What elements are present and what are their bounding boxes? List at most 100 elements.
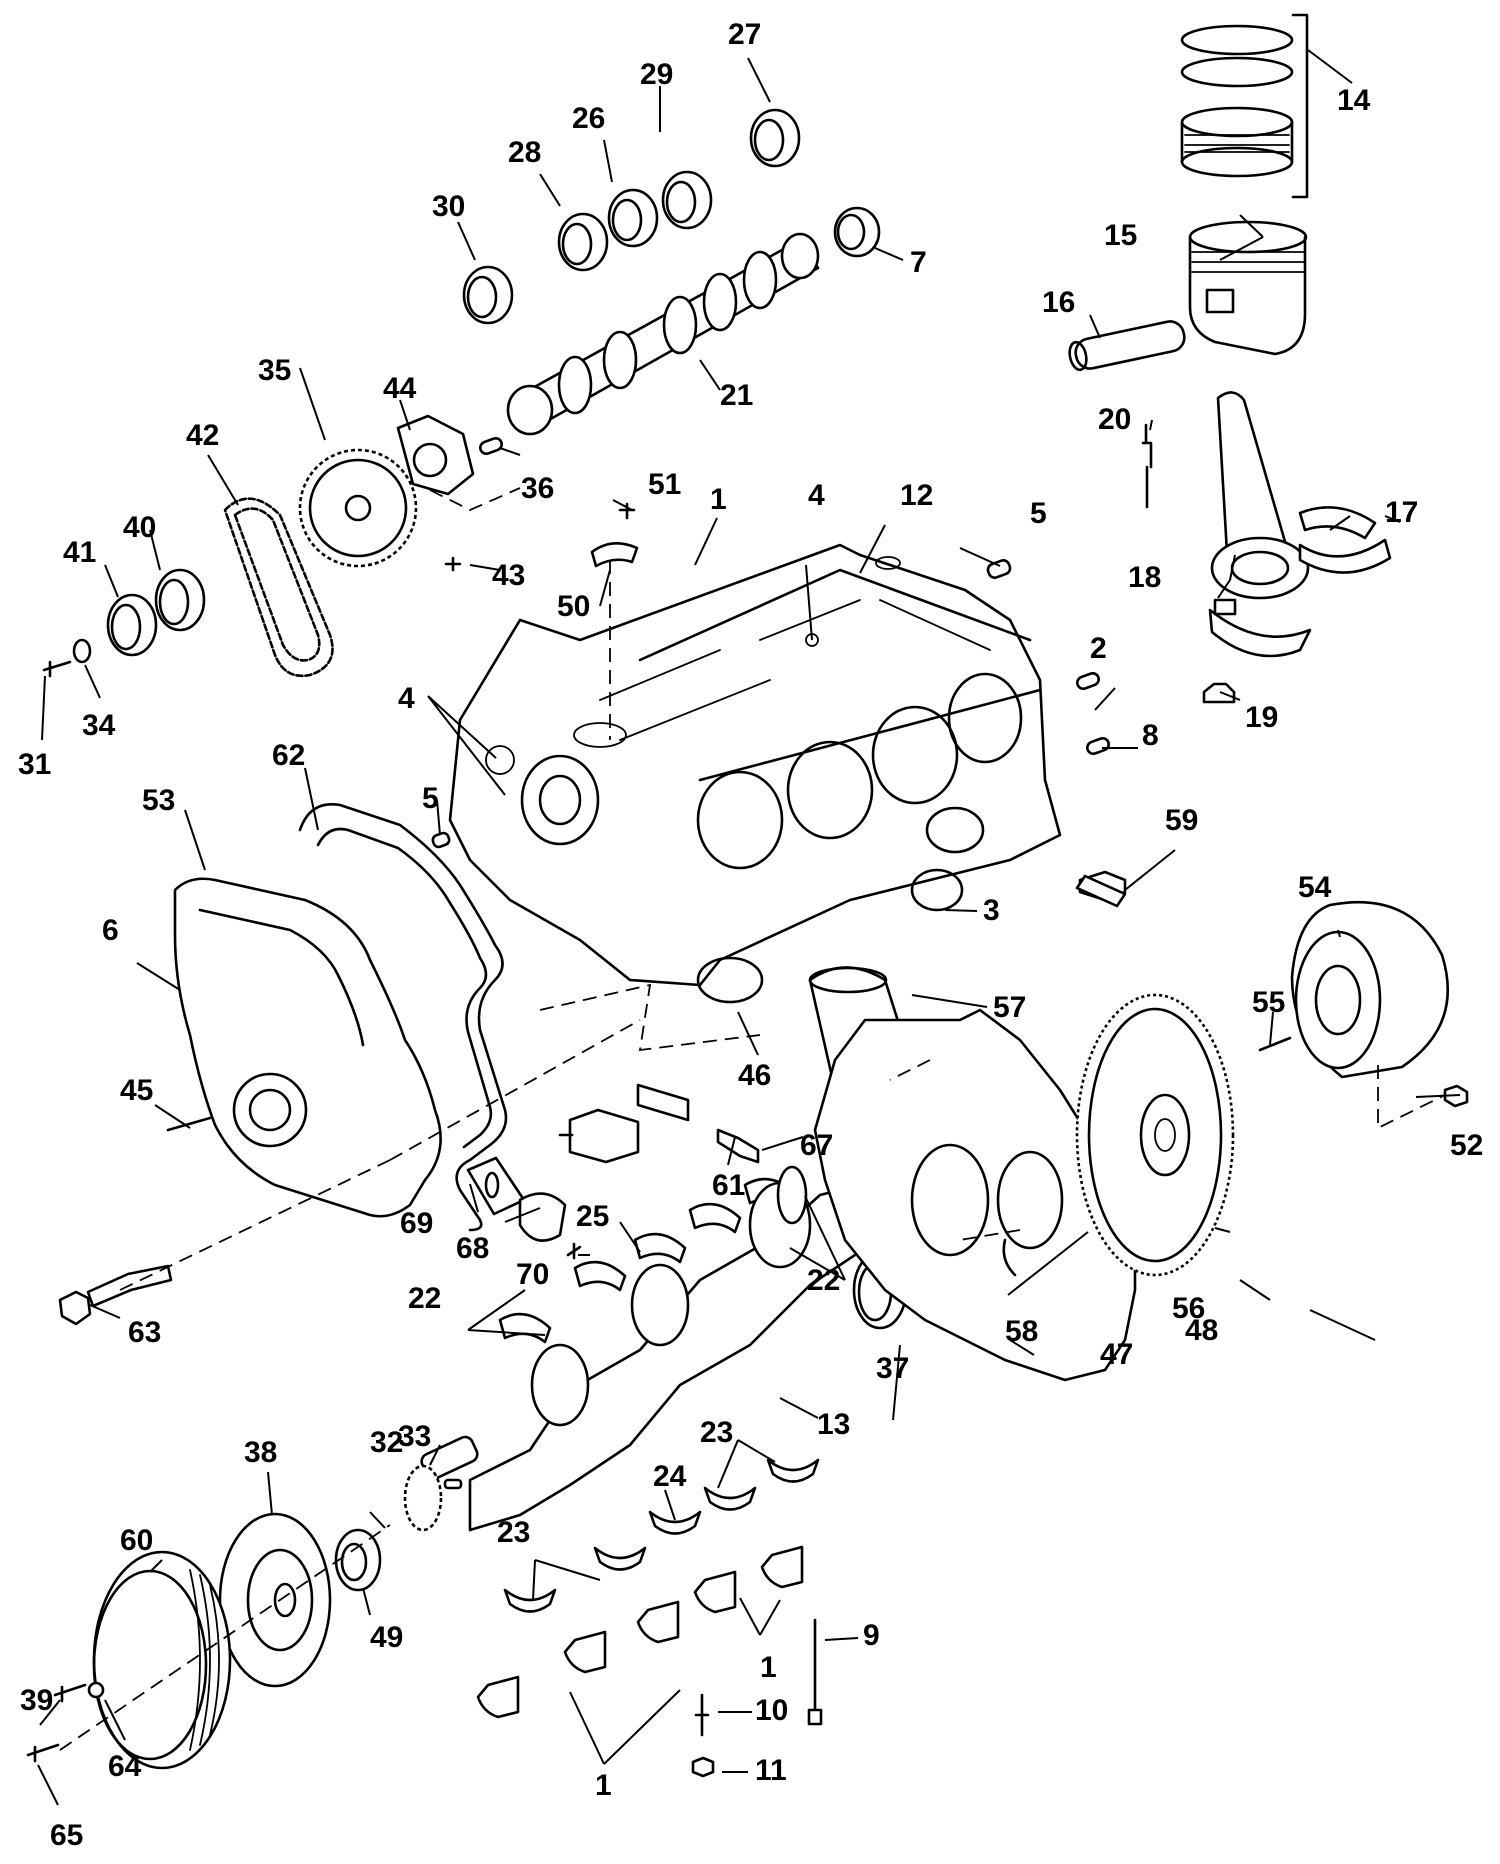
callout-70: 70	[516, 1258, 549, 1291]
piston-drawing	[1068, 220, 1308, 372]
callout-50: 50	[557, 590, 590, 623]
callout-1-top: 1	[710, 483, 727, 516]
cap-hardware-drawing	[691, 1618, 823, 1778]
adapter-plate-drawing	[813, 1008, 1137, 1382]
drawing	[26, 13, 1469, 1778]
callout-68: 68	[456, 1232, 489, 1265]
callout-4-left: 4	[398, 682, 415, 715]
callout-28: 28	[508, 136, 541, 169]
callout-29: 29	[640, 58, 673, 91]
callout-20: 20	[1098, 403, 1131, 436]
callout-4-top: 4	[808, 479, 825, 512]
callout-48: 48	[1185, 1314, 1218, 1347]
callout-17: 17	[1385, 496, 1418, 529]
callout-11: 11	[755, 1754, 787, 1787]
callout-40: 40	[123, 511, 156, 544]
cover-pin-drawing	[58, 1116, 391, 1326]
callout-44: 44	[383, 372, 417, 405]
callout-64: 64	[108, 1750, 142, 1783]
callout-10: 10	[755, 1694, 788, 1727]
callout-63: 63	[128, 1316, 161, 1349]
lower-bearings-drawing	[476, 1458, 820, 1719]
callout-42: 42	[186, 419, 219, 452]
callout-34: 34	[82, 709, 116, 742]
callout-69: 69	[400, 1207, 433, 1240]
callout-60: 60	[120, 1524, 153, 1557]
callout-21: 21	[720, 379, 753, 412]
cam-sprocket-drawing	[298, 414, 521, 572]
callout-36: 36	[521, 472, 554, 505]
cylinder-block-drawing	[431, 543, 1127, 1004]
callout-47: 47	[1100, 1338, 1133, 1371]
callout-45: 45	[120, 1074, 153, 1107]
callout-13: 13	[817, 1408, 850, 1441]
callout-55: 55	[1252, 986, 1285, 1019]
callout-8: 8	[1142, 719, 1159, 752]
piston-rings-drawing	[1180, 13, 1309, 199]
callout-49: 49	[370, 1621, 403, 1654]
callout-39: 39	[20, 1684, 53, 1717]
callout-12: 12	[900, 479, 933, 512]
callout-41: 41	[63, 536, 96, 569]
callout-25: 25	[576, 1200, 609, 1233]
callout-6: 6	[102, 914, 119, 947]
callout-22-right: 22	[807, 1264, 840, 1297]
callout-57: 57	[993, 991, 1026, 1024]
callout-61: 61	[712, 1169, 745, 1202]
callout-15: 15	[1104, 219, 1137, 252]
callout-22-left: 22	[408, 1282, 441, 1315]
callout-37: 37	[876, 1352, 909, 1385]
drain-fitting-drawing	[1075, 874, 1127, 908]
cam-bearings-drawing	[462, 108, 881, 325]
front-crank-parts-drawing	[26, 1464, 463, 1770]
camshaft-drawing	[506, 232, 820, 436]
callout-5-left: 5	[422, 782, 439, 815]
callout-38: 38	[244, 1436, 277, 1469]
callout-59: 59	[1165, 804, 1198, 837]
callout-labels: 27 29 26 28 30 7 14 15 16 20 17 18 19 21…	[18, 18, 1483, 1852]
connecting-rod-drawing	[1141, 391, 1392, 704]
callout-32: 32	[370, 1426, 403, 1459]
crankshaft-drawing	[420, 1165, 892, 1532]
callout-67: 67	[800, 1129, 833, 1162]
callout-53: 53	[142, 784, 175, 817]
timing-chain-drawing	[223, 497, 334, 678]
callout-31: 31	[18, 748, 51, 781]
callout-54: 54	[1298, 871, 1332, 904]
senders-drawing	[466, 1083, 760, 1260]
callout-16: 16	[1042, 286, 1075, 319]
callout-23-right: 23	[700, 1416, 733, 1449]
callout-1-right: 1	[760, 1651, 777, 1684]
callout-65: 65	[50, 1819, 83, 1852]
callout-1-bottom: 1	[595, 1769, 612, 1802]
callout-7: 7	[910, 246, 927, 279]
callout-62: 62	[272, 739, 305, 772]
callout-23-left: 23	[497, 1516, 530, 1549]
callout-18: 18	[1128, 561, 1161, 594]
callout-46: 46	[738, 1059, 771, 1092]
cover-gasket-drawing	[298, 802, 508, 1232]
leader-lines	[37, 49, 1461, 1806]
crank-front-spacers-drawing	[42, 568, 206, 678]
callout-9: 9	[863, 1619, 880, 1652]
callout-27: 27	[728, 18, 761, 51]
callout-19: 19	[1245, 701, 1278, 734]
callout-26: 26	[572, 102, 605, 135]
callout-24: 24	[653, 1460, 687, 1493]
coupler-drawing	[1258, 900, 1469, 1130]
callout-30: 30	[432, 190, 465, 223]
callout-51: 51	[648, 468, 681, 501]
callout-5-top: 5	[1030, 497, 1047, 530]
callout-56: 56	[1172, 1292, 1205, 1325]
callout-33: 33	[398, 1420, 431, 1453]
callout-43: 43	[492, 559, 525, 592]
alignment-lines-drawing	[389, 983, 1021, 1241]
callout-52: 52	[1450, 1129, 1483, 1162]
callout-14: 14	[1337, 84, 1371, 117]
timing-cover-drawing	[173, 877, 442, 1218]
callout-35: 35	[258, 354, 291, 387]
callout-58: 58	[1005, 1315, 1038, 1348]
callout-3: 3	[983, 894, 1000, 927]
